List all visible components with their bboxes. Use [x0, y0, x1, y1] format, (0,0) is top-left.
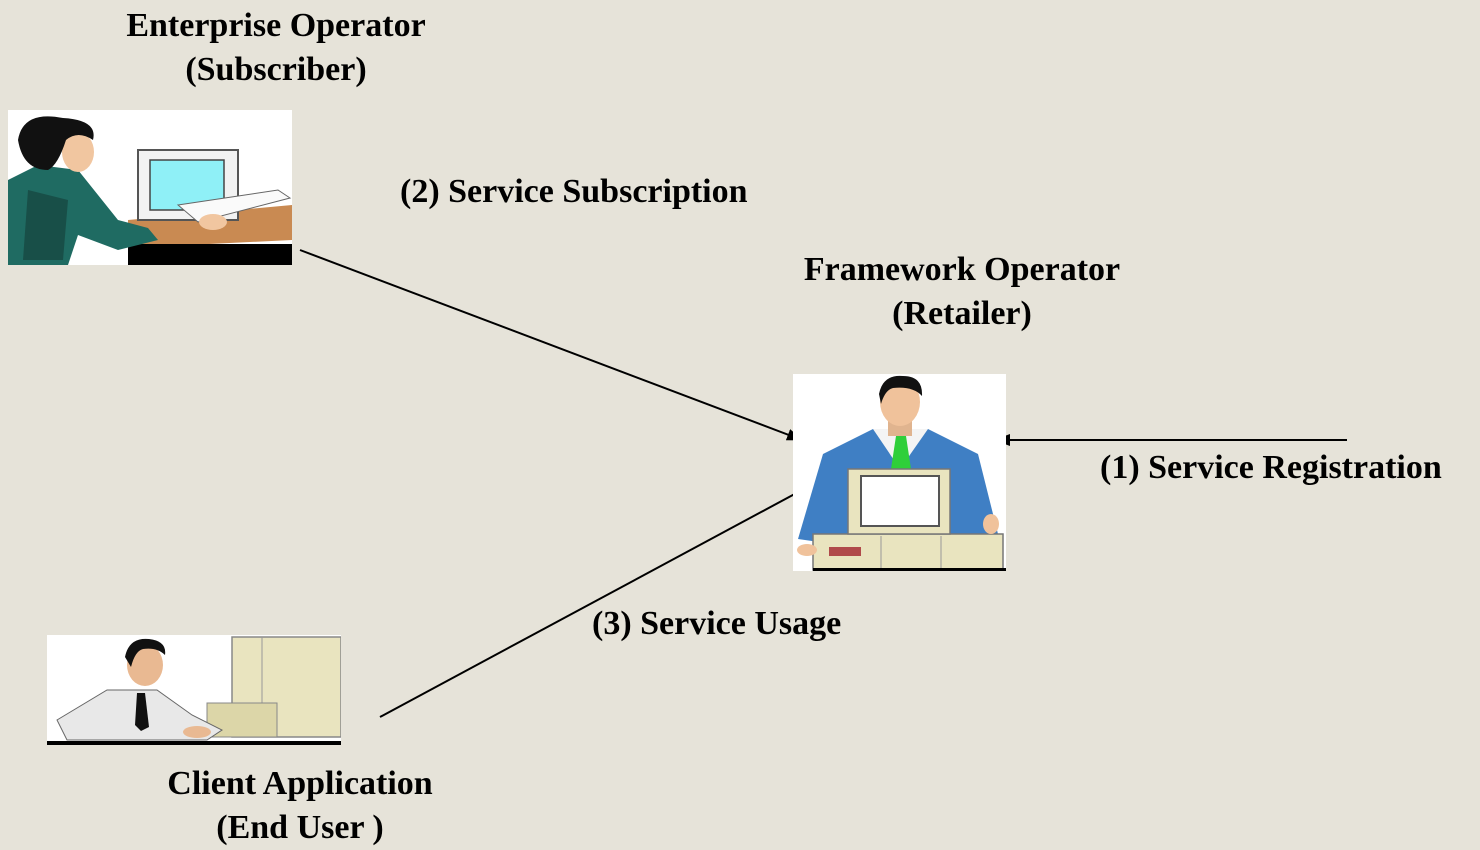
framework-operator-title: Framework Operator [803, 251, 1121, 288]
usage-arrow [379, 481, 818, 718]
service-subscription-label: (2) Service Subscription [400, 173, 748, 210]
client-application-title: Client Application [167, 765, 433, 802]
enterprise-operator-title: Enterprise Operator [126, 7, 426, 44]
enterprise-operator-subtitle: (Subscriber) [185, 51, 367, 88]
service-registration-label: (1) Service Registration [1100, 449, 1442, 486]
subscription-arrow [299, 249, 803, 441]
framework-operator-label: Framework Operator (Retailer) [762, 248, 1162, 336]
man-at-terminal-icon [47, 635, 341, 745]
framework-operator-subtitle: (Retailer) [892, 295, 1032, 332]
client-application-label: Client Application (End User ) [100, 762, 500, 850]
service-usage-label: (3) Service Usage [592, 605, 842, 642]
client-application-subtitle: (End User ) [216, 809, 384, 846]
enterprise-operator-label: Enterprise Operator (Subscriber) [76, 4, 476, 92]
man-at-computer-icon [793, 374, 1006, 571]
woman-at-computer-icon [8, 110, 292, 265]
